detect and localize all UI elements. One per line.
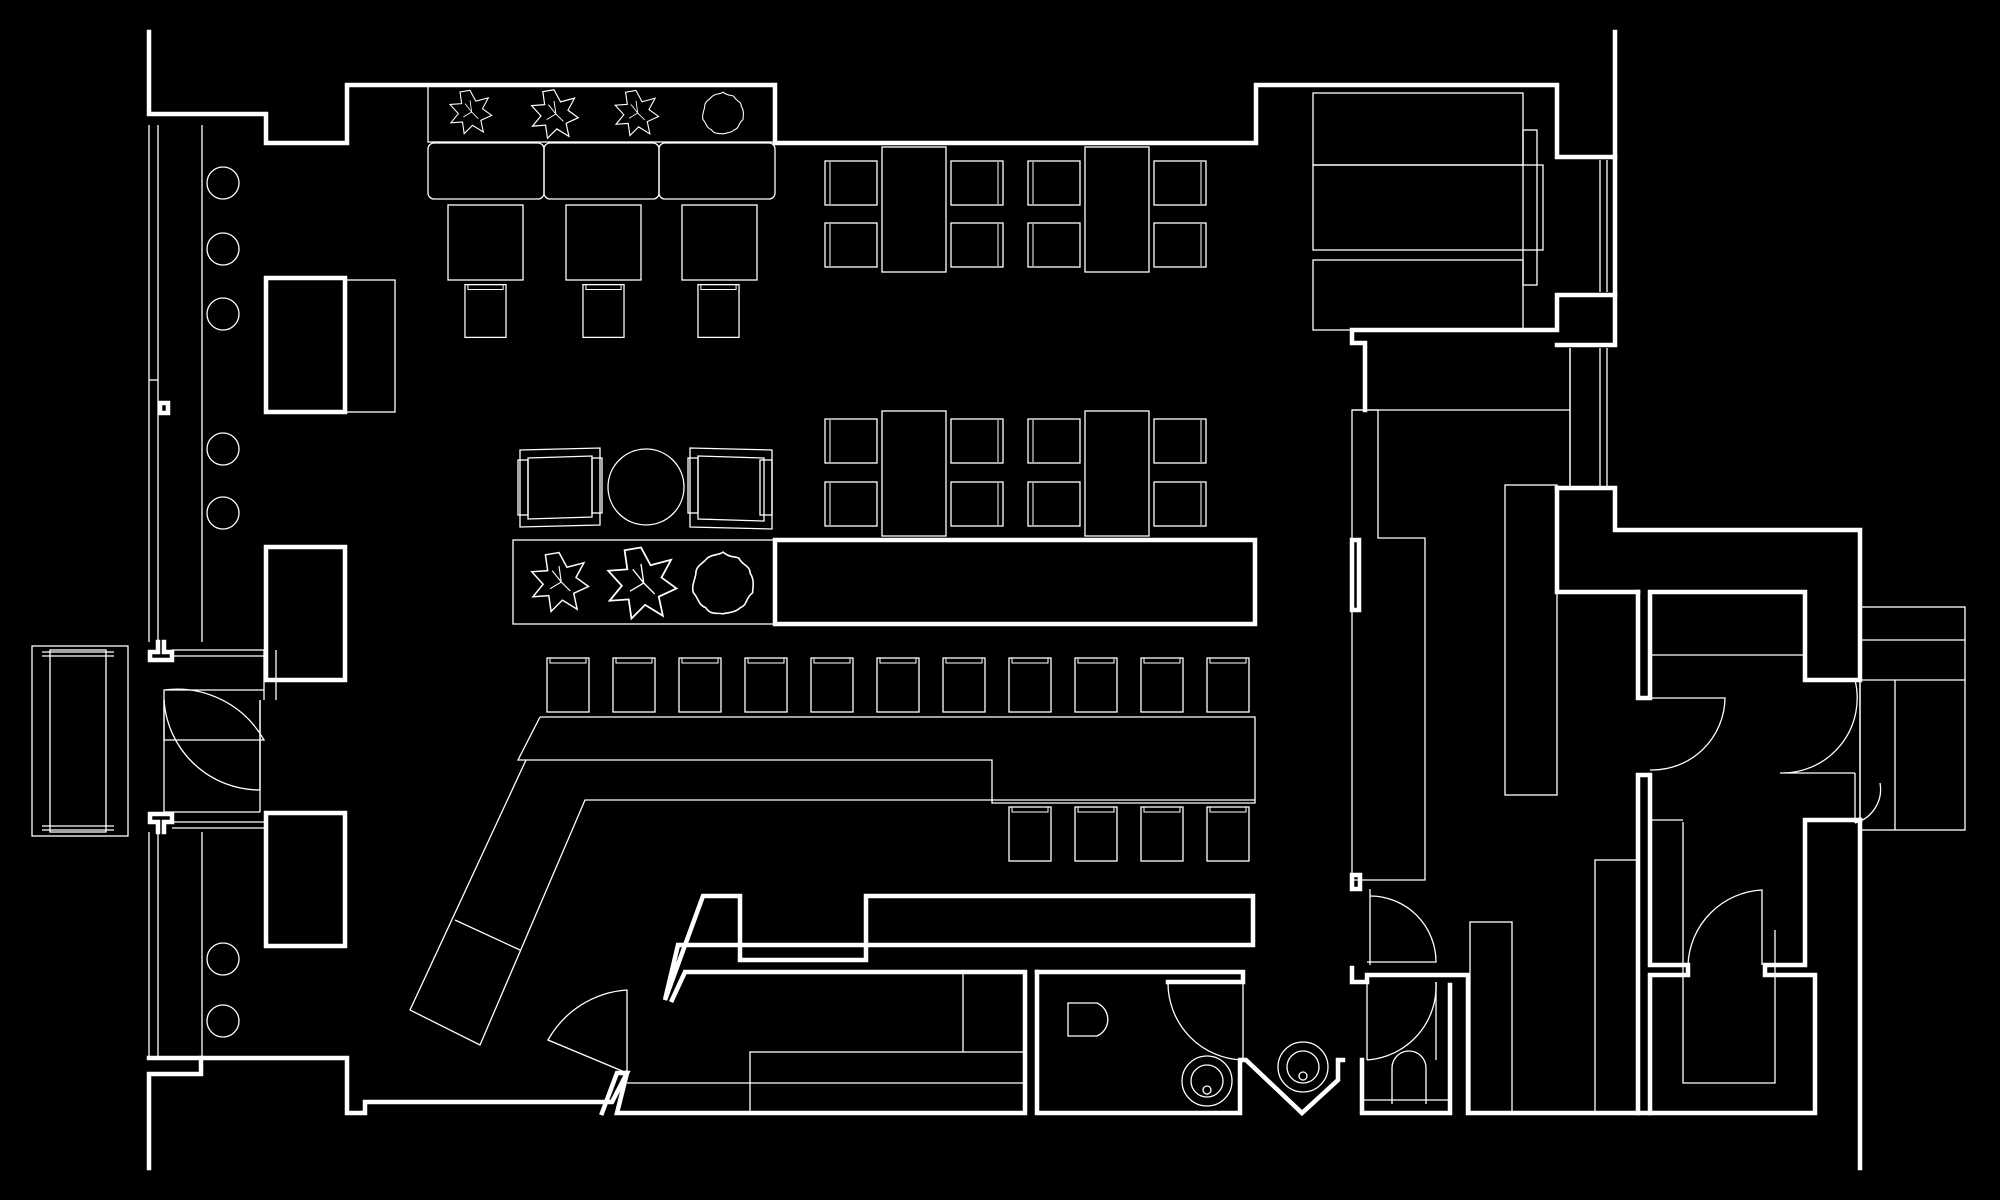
door-swing-icon xyxy=(163,699,261,791)
back-of-house xyxy=(1312,92,1966,1114)
post-3 xyxy=(1349,872,1363,892)
wall-wc-right xyxy=(1349,965,1641,1116)
wall-right-lower-block xyxy=(1635,772,1691,1116)
wall-wc-right-2 xyxy=(1359,982,1453,1116)
wall-right-mid-inner xyxy=(1554,485,1641,595)
kitchen xyxy=(547,972,1026,1114)
bar-counter xyxy=(409,716,1256,1046)
door-swing-icon xyxy=(547,989,628,1074)
post-1 xyxy=(157,400,171,416)
round-table xyxy=(607,448,685,526)
toilet-icon xyxy=(1391,1050,1427,1104)
wall-right-mid xyxy=(1554,485,1863,701)
dining-tables-middle xyxy=(824,410,1207,537)
plant-icon xyxy=(449,89,493,135)
entrance xyxy=(31,645,266,837)
door-swing-icon xyxy=(1366,981,1437,1061)
door-swing-icon xyxy=(1649,697,1726,771)
entry-post-top xyxy=(147,639,175,663)
plant-icon xyxy=(701,91,744,135)
counter xyxy=(772,537,1258,627)
armchair-icon xyxy=(687,447,773,530)
wall-kitchen-upper xyxy=(662,893,1256,1001)
plant-icon xyxy=(607,546,678,620)
entry-mat xyxy=(31,645,129,837)
entry-post-bottom xyxy=(147,811,175,835)
wall-bottom-left xyxy=(146,1055,631,1171)
plant-icon xyxy=(530,89,579,139)
facade-windows xyxy=(148,125,1608,1058)
wall-wc-block xyxy=(1034,969,1346,1117)
door-swing-icon xyxy=(1779,679,1861,820)
armchair-icon xyxy=(517,447,603,528)
window-tables xyxy=(263,275,396,949)
plant-icon xyxy=(531,551,590,613)
post-2 xyxy=(1349,537,1362,613)
door-swing-icon xyxy=(163,688,266,741)
walls xyxy=(146,29,1863,1171)
wall-kitchen-lower xyxy=(614,969,1028,1116)
toilet-icon xyxy=(1067,1002,1109,1037)
door-swing-icon xyxy=(1367,895,1437,963)
wall-right-upper xyxy=(1349,154,1618,413)
door-swing-icon xyxy=(1854,773,1882,824)
wall-right-room xyxy=(1647,817,1863,1116)
door-swing-icon xyxy=(1167,981,1244,1061)
window-stools xyxy=(206,166,240,1038)
dining-tables-top xyxy=(824,146,1207,273)
wall-top-left xyxy=(146,29,1618,160)
top-booths xyxy=(427,85,776,339)
plant-icon xyxy=(691,551,755,615)
lounge xyxy=(512,447,1258,627)
door-swing-icon xyxy=(1687,889,1763,966)
plant-icon xyxy=(614,89,660,137)
sink-icon xyxy=(1181,1055,1233,1107)
wall-right-upper-edge xyxy=(1554,292,1618,348)
sink-icon xyxy=(1277,1041,1329,1093)
bar xyxy=(409,657,1256,1046)
restrooms xyxy=(1067,889,1450,1107)
wall-wc-top xyxy=(1034,969,1246,985)
